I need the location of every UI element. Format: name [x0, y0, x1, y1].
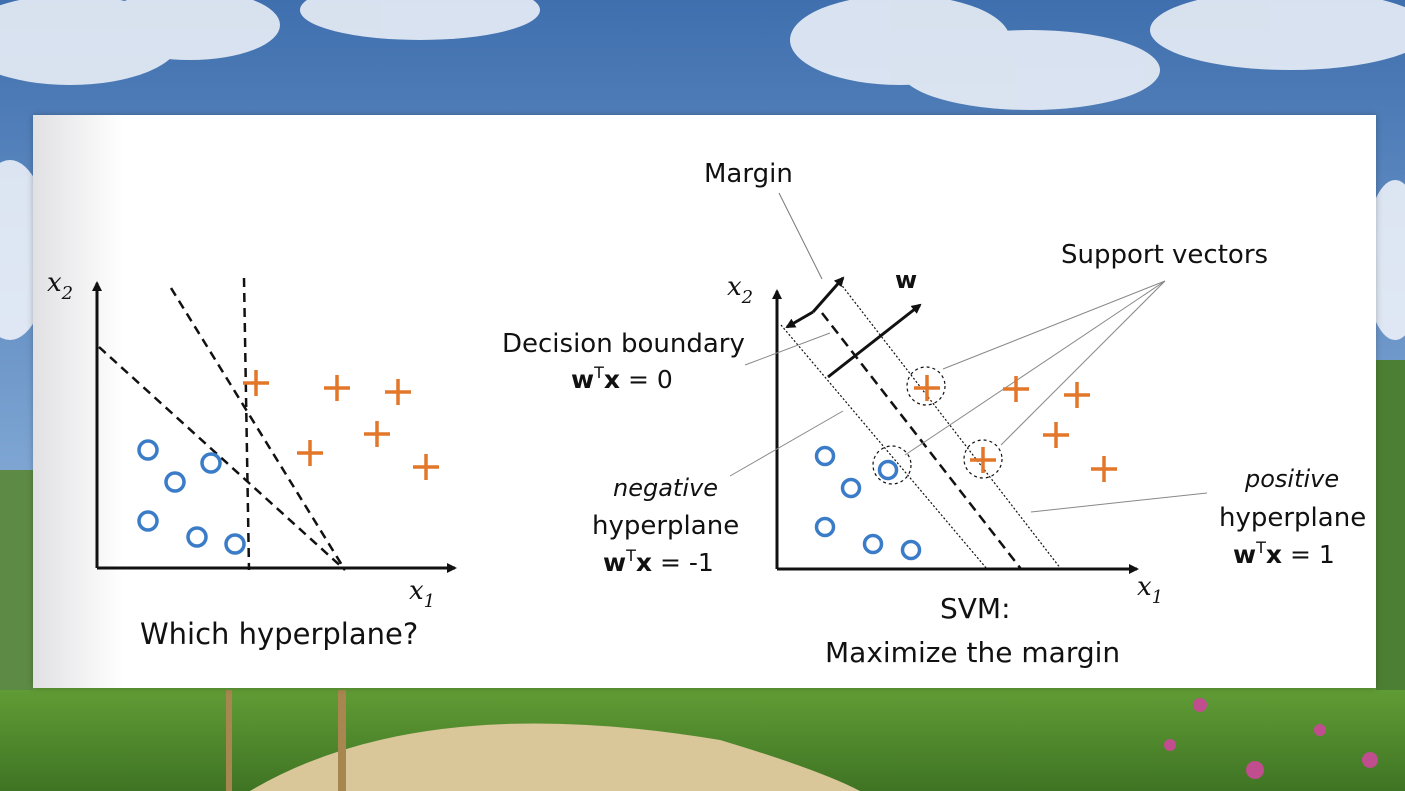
negative-hyperplane-equation: wTx = -1 — [603, 546, 714, 577]
positive-hyperplane-leader — [1030, 492, 1208, 513]
right-y-axis-label: x2 — [727, 272, 753, 308]
data-point-circle — [137, 439, 159, 461]
slide: x2 x1 Which hyperplane? — [33, 115, 1376, 688]
data-point-circle — [200, 452, 222, 474]
left-class-positive-points — [243, 370, 439, 480]
right-caption-line1: SVM: — [940, 592, 1011, 625]
margin-arrow-head2 — [811, 276, 845, 313]
data-point-plus — [243, 370, 269, 396]
right-class-positive-points — [914, 375, 1117, 482]
decision-boundary-label: Decision boundary — [502, 329, 745, 359]
negative-hyperplane-label: hyperplane — [592, 511, 739, 541]
data-point-plus — [1064, 382, 1090, 408]
data-point-circle — [814, 445, 836, 467]
data-point-circle — [224, 533, 246, 555]
negative-hyperplane — [780, 324, 988, 570]
right-caption-line2: Maximize the margin — [825, 636, 1120, 669]
positive-label: positive — [1244, 465, 1339, 493]
support-vectors-label: Support vectors — [1061, 240, 1268, 270]
data-point-circle — [814, 516, 836, 538]
margin-label: Margin — [704, 159, 793, 189]
left-y-axis-label: x2 — [47, 268, 73, 304]
candidate-hyperplane-1 — [242, 277, 251, 571]
data-point-circle — [164, 471, 186, 493]
slide-edge-shading — [33, 115, 123, 688]
data-point-plus — [970, 447, 996, 473]
support-vector-markers — [872, 366, 1003, 485]
right-x-axis-label: x1 — [1137, 572, 1163, 608]
right-class-negative-points — [814, 445, 922, 561]
right-diagram: x2 x1 w Margin Support vectors De — [502, 159, 1366, 669]
data-point-circle — [862, 533, 884, 555]
positive-hyperplane-equation: wTx = 1 — [1233, 538, 1335, 569]
data-point-circle — [900, 539, 922, 561]
left-x-axis-label: x1 — [409, 576, 435, 612]
data-point-plus — [1003, 376, 1029, 402]
data-point-plus — [324, 375, 350, 401]
data-point-plus — [914, 375, 940, 401]
positive-hyperplane — [839, 282, 1062, 570]
data-point-circle — [186, 526, 208, 548]
decision-boundary-leader — [744, 332, 831, 366]
data-point-plus — [364, 421, 390, 447]
data-point-circle — [137, 510, 159, 532]
svm-figure: x2 x1 Which hyperplane? — [47, 159, 1366, 669]
data-point-plus — [1043, 422, 1069, 448]
negative-label: negative — [613, 474, 718, 502]
decision-boundary-equation: wTx = 0 — [571, 363, 673, 394]
w-vector-arrow — [827, 303, 922, 379]
data-point-circle — [840, 477, 862, 499]
data-point-plus — [297, 440, 323, 466]
left-caption: Which hyperplane? — [140, 617, 418, 651]
positive-hyperplane-label: hyperplane — [1219, 503, 1366, 533]
flowers — [1164, 698, 1378, 779]
support-vector-leaders — [904, 280, 1166, 456]
left-diagram: x2 x1 Which hyperplane? — [47, 268, 457, 651]
data-point-circle — [877, 459, 899, 481]
margin-arrow — [785, 310, 814, 329]
data-point-plus — [1091, 456, 1117, 482]
decision-boundary — [821, 312, 1022, 570]
candidate-hyperplane-2 — [169, 287, 347, 571]
negative-hyperplane-leader — [729, 410, 844, 477]
data-point-plus — [413, 454, 439, 480]
margin-leader-line — [778, 192, 823, 280]
data-point-plus — [385, 379, 411, 405]
left-class-negative-points — [137, 439, 246, 555]
w-label: w — [895, 266, 917, 294]
candidate-hyperplane-3 — [98, 346, 346, 571]
